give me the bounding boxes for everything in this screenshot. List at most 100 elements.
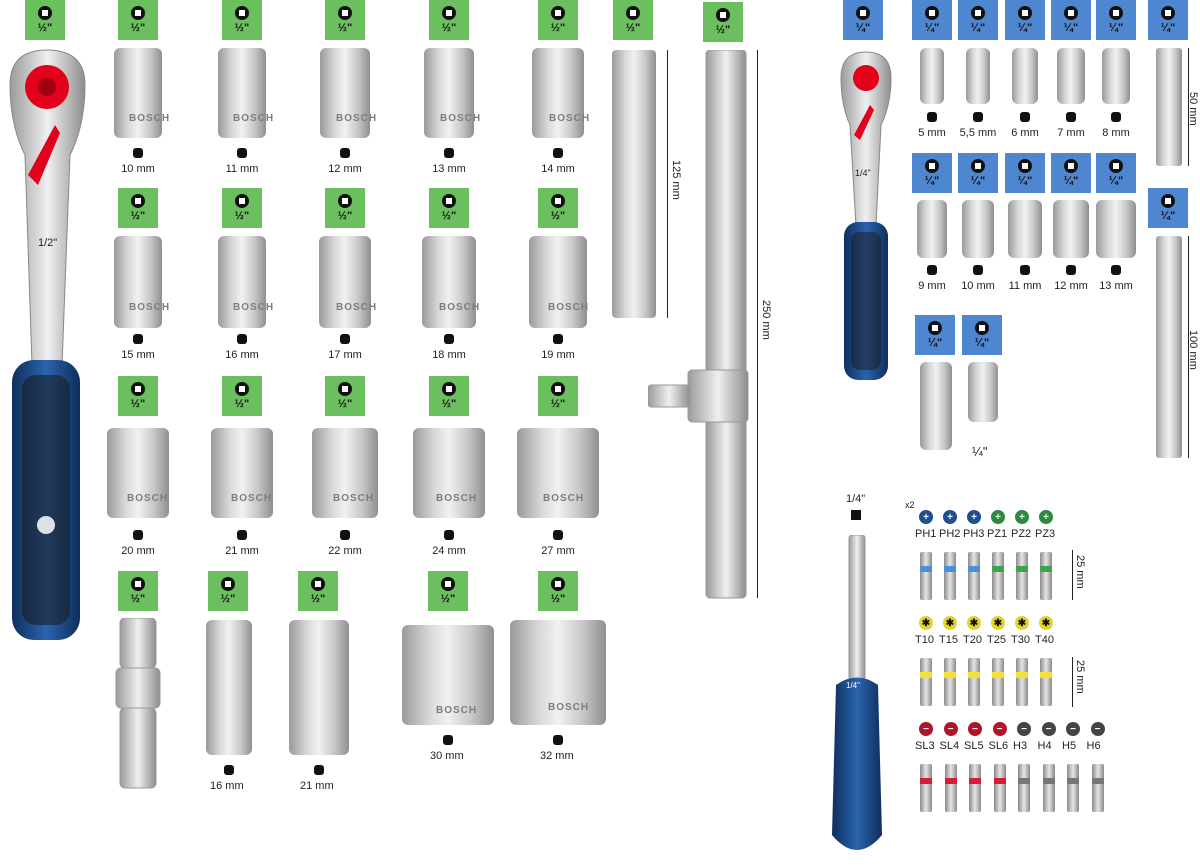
screwdriver-bit xyxy=(968,658,980,706)
hex-icon xyxy=(340,530,350,540)
square-drive-icon xyxy=(1161,194,1175,208)
socket-size-label: 15 mm xyxy=(121,349,155,361)
square-drive-icon xyxy=(235,382,249,396)
drive-size-badge: ¼" xyxy=(915,315,955,355)
socket-size-label: 32 mm xyxy=(540,750,574,762)
socket: BOSCH xyxy=(319,236,376,328)
square-drive-icon xyxy=(551,194,565,208)
square-drive-icon xyxy=(1018,159,1032,173)
hex-icon xyxy=(1111,112,1121,122)
hex-icon xyxy=(133,334,143,344)
socket-size-label: 16 mm xyxy=(225,349,259,361)
screwdriver-bit xyxy=(1016,552,1028,600)
bit-color-ring xyxy=(969,778,981,784)
screwdriver-bit xyxy=(944,552,956,600)
square-drive-icon xyxy=(1161,6,1175,20)
socket-size-label: 10 mm xyxy=(961,280,995,292)
bit-type-icon: ✱ xyxy=(1039,616,1053,630)
drive-size-badge: ½" xyxy=(703,2,743,42)
dimension-label: 25 mm xyxy=(1074,660,1086,694)
bit-label: T25 xyxy=(987,634,1006,646)
socket-size-label: 7 mm xyxy=(1057,127,1085,139)
dimension-label: 250 mm xyxy=(760,300,772,340)
hex-icon xyxy=(553,148,563,158)
square-drive-icon xyxy=(131,382,145,396)
bit-label: T30 xyxy=(1011,634,1030,646)
socket-size-label: 12 mm xyxy=(1054,280,1088,292)
bit-type-icon: + xyxy=(943,510,957,524)
bit-label: T20 xyxy=(963,634,982,646)
socket-size-label: 8 mm xyxy=(1102,127,1130,139)
bit-type-icon: + xyxy=(1039,510,1053,524)
hex-icon xyxy=(444,334,454,344)
dimension-line xyxy=(1188,48,1189,166)
drive-size-badge: ¼" xyxy=(958,0,998,40)
bit-type-icon: − xyxy=(1066,722,1080,736)
hex-icon xyxy=(444,530,454,540)
bit-type-icon: − xyxy=(1017,722,1031,736)
drive-size-badge: ½" xyxy=(429,0,469,40)
screwdriver-bit xyxy=(1067,764,1079,812)
socket-size-label: 6 mm xyxy=(1011,127,1039,139)
socket-size-label: 30 mm xyxy=(430,750,464,762)
bit-type-icon: ✱ xyxy=(1015,616,1029,630)
drive-size-badge: ½" xyxy=(613,0,653,40)
drive-size-badge: ½" xyxy=(538,0,578,40)
hex-icon xyxy=(553,735,563,745)
bit-color-ring xyxy=(944,566,956,572)
universal-joint-quarter xyxy=(920,362,952,450)
square-drive-icon xyxy=(235,194,249,208)
socket-size-label: 9 mm xyxy=(918,280,946,292)
screwdriver-bit xyxy=(968,552,980,600)
square-drive-icon xyxy=(551,577,565,591)
screwdriver-bit xyxy=(993,764,1006,812)
socket xyxy=(1053,200,1089,258)
square-drive-icon xyxy=(235,6,249,20)
square-drive-icon xyxy=(716,8,730,22)
drive-size-badge: ½" xyxy=(118,0,158,40)
socket-size-label: 27 mm xyxy=(541,545,575,557)
socket xyxy=(1012,48,1038,104)
square-drive-icon xyxy=(338,194,352,208)
square-drive-icon xyxy=(626,6,640,20)
socket: BOSCH xyxy=(218,236,273,328)
bit-label: SL6 xyxy=(988,740,1009,752)
drive-size-badge: ¼" xyxy=(1051,153,1091,193)
drive-size-badge: ½" xyxy=(118,571,158,611)
drive-size-badge: ½" xyxy=(538,188,578,228)
bit-label: SL4 xyxy=(939,740,960,752)
hex-icon xyxy=(1066,112,1076,122)
dimension-label: 100 mm xyxy=(1187,330,1199,370)
drive-size-badge: ¼" xyxy=(1051,0,1091,40)
socket-size-label: 14 mm xyxy=(541,163,575,175)
drive-size-badge: ½" xyxy=(208,571,248,611)
square-drive-icon xyxy=(442,382,456,396)
bit-color-ring xyxy=(944,672,956,678)
screwdriver-bit xyxy=(1042,764,1055,812)
screwdriver-bit xyxy=(992,552,1004,600)
hex-icon xyxy=(444,148,454,158)
bit-label: H5 xyxy=(1062,740,1077,752)
bit-color-ring xyxy=(1016,672,1028,678)
screwdriver-bit xyxy=(992,658,1004,706)
bit-label: H3 xyxy=(1013,740,1028,752)
square-drive-icon xyxy=(551,6,565,20)
socket-size-label: 24 mm xyxy=(432,545,466,557)
bit-type-icon: + xyxy=(991,510,1005,524)
socket: BOSCH xyxy=(114,236,169,328)
socket: BOSCH xyxy=(107,428,169,518)
dimension-line xyxy=(667,50,668,318)
square-drive-icon xyxy=(338,6,352,20)
bit-color-ring xyxy=(920,566,932,572)
socket-size-label: 5 mm xyxy=(918,127,946,139)
square-drive-icon xyxy=(551,382,565,396)
bit-adapter xyxy=(968,362,998,422)
socket-size-label: 16 mm xyxy=(210,780,244,792)
drive-size-badge: ½" xyxy=(429,376,469,416)
square-drive-icon xyxy=(1064,159,1078,173)
socket-size-label: 5,5 mm xyxy=(959,127,997,139)
square-drive-icon xyxy=(1064,6,1078,20)
dimension-label: 50 mm xyxy=(1187,92,1199,126)
bit-type-icon: + xyxy=(919,510,933,524)
drive-size-badge: ½" xyxy=(222,188,262,228)
